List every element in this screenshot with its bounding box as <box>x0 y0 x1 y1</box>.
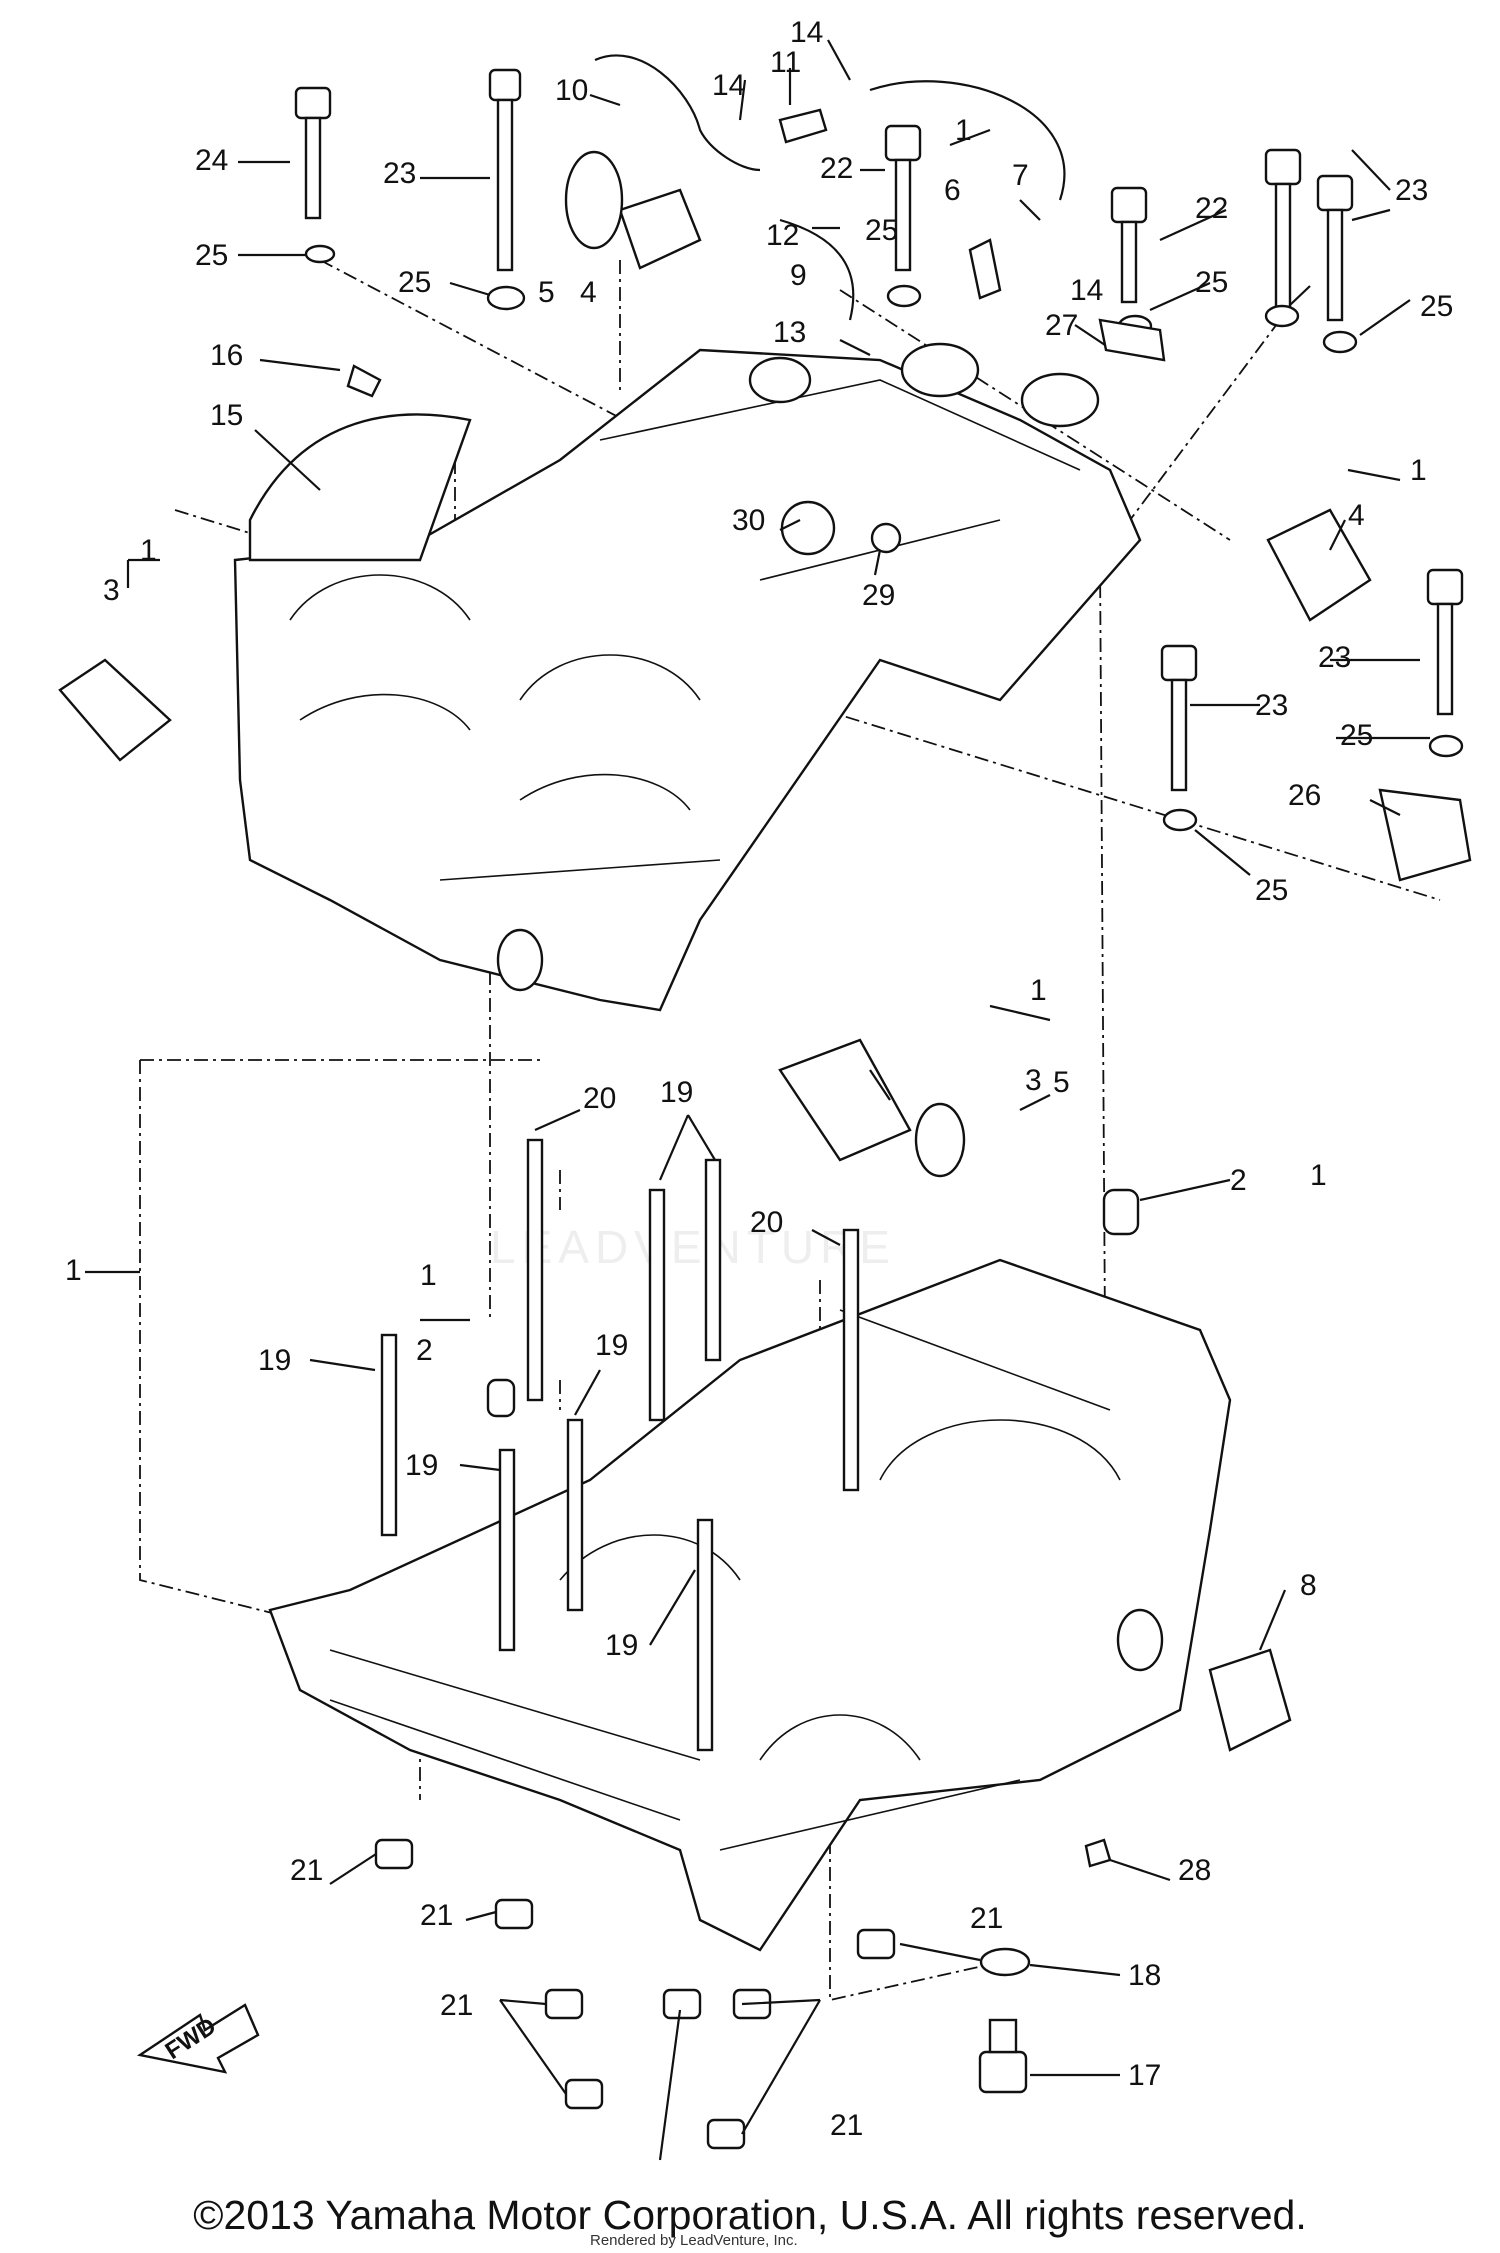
callout-1: 1 <box>1030 974 1047 1007</box>
watermark: LEADVENTURE <box>490 1221 896 1273</box>
callout-23: 23 <box>383 157 416 190</box>
callout-20: 20 <box>583 1082 616 1115</box>
callout-19: 19 <box>405 1449 438 1482</box>
fwd-arrow: FWD <box>136 2003 260 2074</box>
callout-14: 14 <box>712 69 745 102</box>
callout-2: 2 <box>1230 1164 1247 1197</box>
callout-4: 4 <box>580 276 597 309</box>
rendered-by-credit: Rendered by LeadVenture, Inc. <box>590 2232 798 2249</box>
callout-5: 5 <box>538 276 555 309</box>
callout-25: 25 <box>398 266 431 299</box>
callout-19: 19 <box>595 1329 628 1362</box>
callout-23: 23 <box>1318 641 1351 674</box>
upper-crankcase <box>233 342 1142 1012</box>
callout-25: 25 <box>865 214 898 247</box>
callout-1: 1 <box>65 1254 82 1287</box>
callout-3: 3 <box>1025 1064 1042 1097</box>
callout-15: 15 <box>210 399 243 432</box>
callout-23: 23 <box>1255 689 1288 722</box>
callout-24: 24 <box>195 144 228 177</box>
small-parts <box>58 54 1472 2150</box>
callout-30: 30 <box>732 504 765 537</box>
callout-21: 21 <box>970 1902 1003 1935</box>
callout-26: 26 <box>1288 779 1321 812</box>
callout-21: 21 <box>830 2109 863 2142</box>
callout-21: 21 <box>440 1989 473 2022</box>
callout-25: 25 <box>195 239 228 272</box>
callout-1: 1 <box>955 114 972 147</box>
callout-25: 25 <box>1195 266 1228 299</box>
callout-13: 13 <box>773 316 806 349</box>
callout-11: 11 <box>770 46 801 79</box>
callout-22: 22 <box>1195 192 1228 225</box>
copyright-notice: ©2013 Yamaha Motor Corporation, U.S.A. A… <box>193 2192 1307 2238</box>
callout-19: 19 <box>605 1629 638 1662</box>
callout-18: 18 <box>1128 1959 1161 1992</box>
callout-1: 1 <box>1410 454 1427 487</box>
callout-22: 22 <box>820 152 853 185</box>
callout-25: 25 <box>1255 874 1288 907</box>
callout-1: 1 <box>420 1259 437 1292</box>
callout-17: 17 <box>1128 2059 1161 2092</box>
callout-21: 21 <box>290 1854 323 1887</box>
callout-14: 14 <box>1070 274 1103 307</box>
callout-2: 2 <box>416 1334 433 1367</box>
callout-28: 28 <box>1178 1854 1211 1887</box>
leader-lines <box>85 39 1430 2161</box>
lower-crankcase <box>268 1258 1232 1952</box>
callout-4: 4 <box>1348 499 1365 532</box>
callout-12: 12 <box>766 219 799 252</box>
callout-27: 27 <box>1045 309 1078 342</box>
callout-9: 9 <box>790 259 807 292</box>
callout-1: 1 <box>140 534 157 567</box>
callout-10: 10 <box>555 74 588 107</box>
callout-21: 21 <box>420 1899 453 1932</box>
callout-7: 7 <box>1012 159 1029 192</box>
callout-8: 8 <box>1300 1569 1317 1602</box>
callout-29: 29 <box>862 579 895 612</box>
callout-19: 19 <box>258 1344 291 1377</box>
callout-23: 23 <box>1395 174 1428 207</box>
callout-1: 1 <box>1310 1159 1327 1192</box>
callout-14: 14 <box>790 16 823 49</box>
callout-numbers: 1 1 1 1 1 1 1 2 2 3 3 4 4 5 5 6 7 8 9 10… <box>65 16 1453 2142</box>
callout-19: 19 <box>660 1076 693 1109</box>
callout-25: 25 <box>1420 290 1453 323</box>
callout-5: 5 <box>1053 1066 1070 1099</box>
callout-3: 3 <box>103 574 120 607</box>
callout-20: 20 <box>750 1206 783 1239</box>
callout-16: 16 <box>210 339 243 372</box>
callout-25: 25 <box>1340 719 1373 752</box>
callout-6: 6 <box>944 174 961 207</box>
